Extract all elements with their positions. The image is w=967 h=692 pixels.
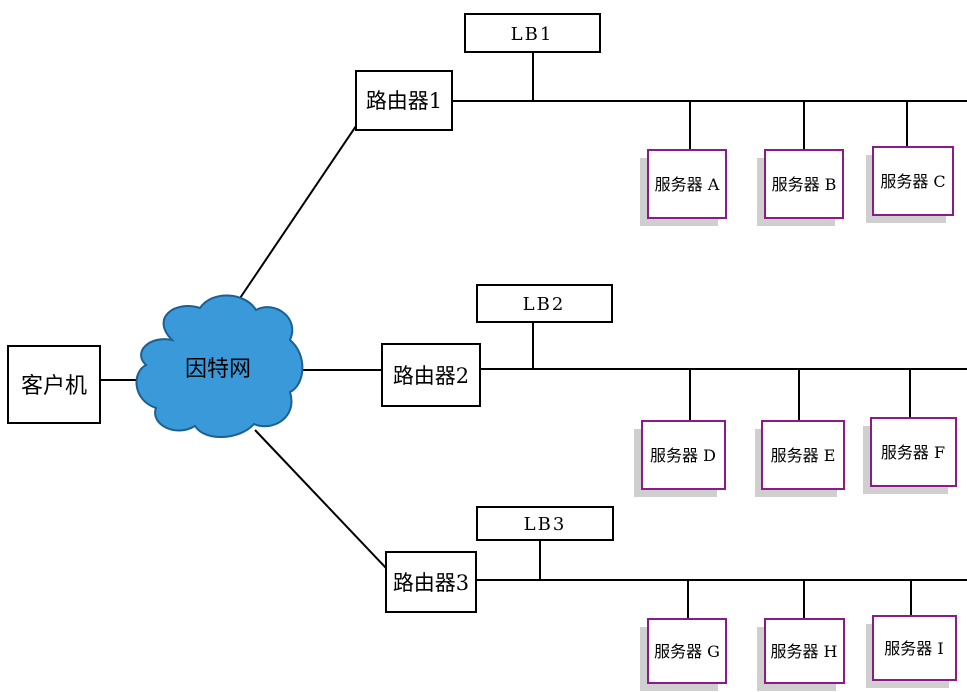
server-labels: 服务器 A 服务器 B 服务器 C 服务器 D 服务器 E 服务器 F 服务器 … bbox=[650, 172, 946, 661]
router-1-box bbox=[355, 70, 453, 131]
client-box bbox=[7, 345, 101, 424]
server-c-label: 服务器 C bbox=[880, 172, 945, 191]
server-h-label: 服务器 H bbox=[770, 642, 837, 661]
lb2-label: LB2 bbox=[523, 294, 566, 315]
server-b-label: 服务器 B bbox=[772, 175, 837, 194]
server-c-box bbox=[872, 146, 954, 216]
internet-label: 因特网 bbox=[185, 357, 251, 382]
server-i-box bbox=[872, 615, 957, 681]
server-boxes bbox=[641, 146, 957, 684]
router-3-label: 路由器3 bbox=[393, 571, 469, 595]
server-e-label: 服务器 E bbox=[771, 446, 836, 465]
server-b-box bbox=[764, 149, 844, 219]
lb1-label: LB1 bbox=[511, 24, 554, 45]
internet-router1-link bbox=[231, 125, 357, 311]
server-i-label: 服务器 I bbox=[884, 639, 943, 658]
router-1-label: 路由器1 bbox=[366, 89, 442, 113]
lb1-box bbox=[464, 13, 601, 53]
lb3-label: LB3 bbox=[524, 514, 567, 535]
lb3-box bbox=[476, 506, 614, 541]
connection-lines bbox=[100, 52, 967, 619]
server-g-box bbox=[647, 618, 727, 684]
client-label: 客户机 bbox=[21, 374, 87, 399]
lb2-box bbox=[476, 284, 613, 323]
server-a-box bbox=[647, 149, 727, 219]
server-e-box bbox=[761, 420, 845, 490]
server-f-box bbox=[870, 417, 957, 487]
server-d-box bbox=[641, 420, 726, 490]
server-a-label: 服务器 A bbox=[655, 175, 720, 194]
router-2-box bbox=[381, 343, 481, 407]
server-f-label: 服务器 F bbox=[881, 443, 945, 462]
server-h-box bbox=[764, 618, 845, 684]
internet-cloud bbox=[135, 294, 304, 439]
router-2-label: 路由器2 bbox=[393, 364, 469, 388]
server-d-label: 服务器 D bbox=[650, 446, 716, 465]
internet-router3-link bbox=[254, 429, 387, 569]
server-g-label: 服务器 G bbox=[654, 642, 720, 661]
router-3-box bbox=[385, 551, 477, 613]
